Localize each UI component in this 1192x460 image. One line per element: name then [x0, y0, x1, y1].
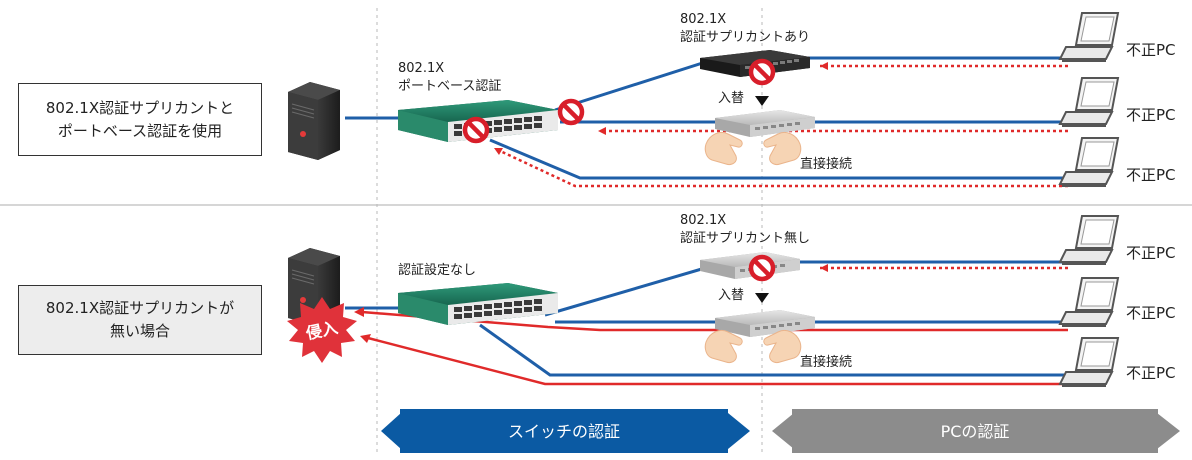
pc-auth-arrow — [772, 409, 1180, 453]
top-link-3 — [489, 138, 1068, 180]
top-direct-label: 直接接続 — [800, 156, 852, 172]
bottom-switch-icon — [398, 283, 558, 325]
top-block-icon-1 — [560, 101, 582, 123]
top-laptop-icon-3 — [1059, 137, 1119, 188]
top-swap-label: 入替 — [718, 91, 744, 106]
top-laptop-icon-2 — [1059, 77, 1119, 128]
bottom-switch-label: 認証設定なし — [398, 262, 476, 278]
top-hub-label-2: 認証サプリカントあり — [680, 29, 810, 45]
top-scenario-line-2: ポートベース認証を使用 — [57, 121, 223, 140]
bottom-hand-left-icon — [704, 329, 743, 364]
top-server-icon — [287, 81, 341, 161]
top-hub-icon — [715, 110, 815, 137]
top-pc-label-3: 不正PC — [1126, 166, 1176, 184]
switch-auth-arrow — [381, 409, 750, 453]
bottom-laptop-icon-2 — [1059, 277, 1119, 328]
top-hub-label-1: 802.1X — [680, 12, 726, 27]
top-pc-label-1: 不正PC — [1126, 41, 1176, 59]
top-attack-1-arrow — [820, 62, 828, 70]
bottom-intrusion-2-arrow — [360, 334, 371, 343]
bottom-block-icon — [751, 257, 773, 279]
top-links — [345, 56, 1068, 188]
bottom-hub-label-2: 認証サプリカント無し — [680, 230, 810, 246]
top-attack-3-arrow — [494, 148, 503, 155]
top-pc-label-2: 不正PC — [1126, 106, 1176, 124]
top-scenario-box: 802.1X認証サプリカントと ポートベース認証を使用 — [18, 83, 262, 156]
bottom-hand-right-icon — [763, 329, 802, 364]
bottom-swap-label: 入替 — [718, 288, 744, 303]
bottom-intrusion-1-arrow — [354, 307, 364, 317]
top-hand-right-icon — [763, 131, 802, 166]
top-laptop-icon-1 — [1059, 12, 1119, 63]
bottom-pc-label-3: 不正PC — [1126, 364, 1176, 382]
bottom-scenario-line-1: 802.1X認証サプリカントが — [45, 299, 235, 317]
bottom-intrusion-2 — [367, 336, 1068, 386]
bottom-pc-label-2: 不正PC — [1126, 304, 1176, 322]
top-hand-left-icon — [704, 131, 743, 166]
top-link-1 — [554, 56, 1068, 112]
bottom-laptop-icon-3 — [1059, 337, 1119, 388]
pc-auth-label: PCの認証 — [941, 422, 1010, 441]
top-attack-2-arrow — [598, 127, 606, 135]
bottom-hub-label-1: 802.1X — [680, 213, 726, 228]
top-swap-triangle-icon — [755, 96, 769, 106]
top-switch-label-1: 802.1X — [398, 61, 444, 76]
top-scenario-line-1: 802.1X認証サプリカントと — [45, 98, 235, 117]
bottom-attack-blocked-arrow — [820, 264, 828, 272]
intrusion-burst-icon — [287, 297, 357, 363]
bottom-scenario-box: 802.1X認証サプリカントが 無い場合 — [18, 285, 262, 355]
top-block-icon-2 — [465, 119, 487, 141]
bottom-direct-label: 直接接続 — [800, 354, 852, 370]
top-block-icon-3 — [751, 61, 773, 83]
bottom-scenario-line-2: 無い場合 — [109, 322, 170, 340]
bottom-pc-label-1: 不正PC — [1126, 244, 1176, 262]
bottom-link-1 — [544, 260, 1068, 317]
bottom-laptop-icon-1 — [1059, 215, 1119, 266]
switch-auth-label: スイッチの認証 — [508, 422, 620, 441]
top-switch-label-2: ポートベース認証 — [398, 78, 501, 94]
bottom-link-3 — [479, 323, 1068, 377]
bottom-swap-triangle-icon — [755, 293, 769, 303]
top-attack-3 — [497, 148, 1068, 188]
